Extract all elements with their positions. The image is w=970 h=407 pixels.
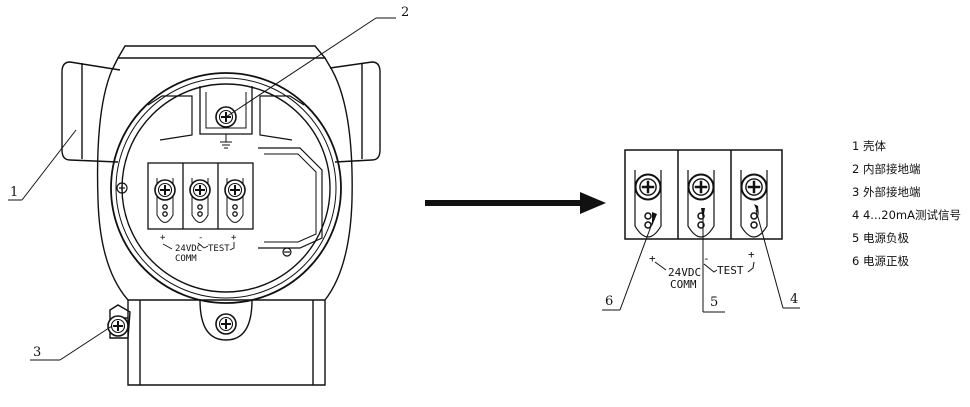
callout-1: 1 — [10, 185, 18, 200]
left-label-plus: + — [160, 233, 166, 243]
left-label-minus: - — [198, 233, 203, 243]
legend: 1 壳体 2 内部接地端 3 外部接地端 4 4...20mA测试信号 5 电源… — [852, 135, 961, 273]
callout-2: 2 — [401, 5, 409, 20]
left-leader-lines — [8, 17, 396, 361]
right-label-plus: + — [649, 252, 656, 265]
left-label-test-plus: + — [231, 233, 237, 243]
right-leader-ticks — [652, 204, 759, 226]
left-terminal-test-screw-icon — [224, 179, 246, 201]
right-label-comm: COMM — [670, 278, 697, 291]
left-label-test: TEST — [208, 244, 230, 254]
legend-item-6: 6 电源正极 — [852, 254, 909, 268]
legend-item-2: 2 内部接地端 — [852, 162, 921, 176]
left-label-brackets — [162, 242, 235, 251]
right-label-voltage: 24VDC — [668, 266, 701, 279]
left-terminal-minus-screw-icon — [189, 179, 211, 201]
left-label-comm: COMM — [175, 254, 197, 264]
right-label-test: TEST — [717, 264, 744, 277]
arrow-icon — [425, 192, 606, 214]
right-label-brackets — [654, 261, 755, 273]
legend-item-4: 4 4...20mA测试信号 — [852, 208, 961, 222]
external-ground-screw-icon — [107, 315, 129, 337]
bottom-screw-icon — [215, 313, 237, 335]
callout-6: 6 — [605, 294, 613, 309]
right-terminal-test-screw-icon — [740, 173, 768, 201]
ground-symbol-icon — [220, 134, 232, 149]
right-leader-lines — [602, 209, 800, 313]
callout-3: 3 — [33, 345, 41, 360]
right-label-minus: - — [703, 252, 710, 265]
legend-item-1: 1 壳体 — [852, 139, 886, 153]
callout-4: 4 — [790, 292, 798, 307]
callout-5: 5 — [710, 295, 718, 310]
right-terminal-plus-screw-icon — [634, 173, 662, 201]
left-label-voltage: 24VDC — [175, 244, 202, 254]
right-label-test-plus: + — [748, 248, 755, 261]
right-terminal-minus-screw-icon — [687, 173, 715, 201]
left-terminal-plus-screw-icon — [154, 179, 176, 201]
legend-item-3: 3 外部接地端 — [852, 185, 921, 199]
legend-item-5: 5 电源负极 — [852, 231, 909, 245]
